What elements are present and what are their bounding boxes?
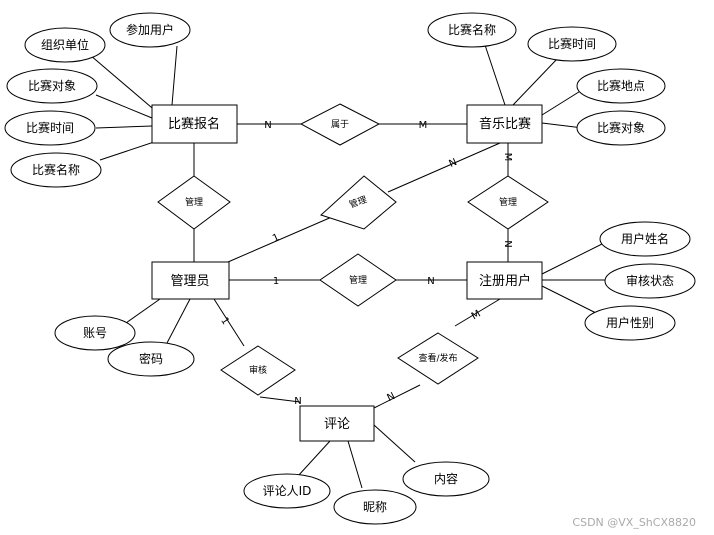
line-comment-content (373, 424, 416, 463)
connector-lines (89, 44, 607, 489)
attr-ellipse-user-name (599, 221, 691, 257)
entity-box-admin (151, 261, 230, 300)
attr-signup-time: 比赛时间 (26, 120, 74, 135)
line-signup-name (99, 139, 161, 161)
attr-ellipse-comp-time (527, 26, 617, 62)
card-signup-belongs: N (264, 120, 271, 131)
entity-box-comment (299, 405, 375, 442)
entity-competition-signup: 比赛报名 (168, 116, 220, 132)
line-managecomp-comp (387, 142, 501, 193)
attr-comp-name: 比赛名称 (448, 22, 496, 37)
rel-diamond-manage-users (319, 253, 397, 307)
rel-diamond-manage-signup (157, 175, 231, 230)
attr-signup-org: 组织单位 (41, 37, 89, 52)
attr-comment-nickname: 昵称 (363, 500, 387, 514)
entity-box-competition (466, 104, 543, 144)
entity-registered-user: 注册用户 (479, 273, 531, 289)
attr-ellipse-signup-time (4, 110, 96, 146)
attr-ellipse-comp-location (576, 68, 666, 104)
line-comment-nickname (347, 440, 363, 489)
entity-music-competition: 音乐比赛 (479, 116, 531, 132)
line-admin-review (213, 298, 245, 347)
rel-diamond-view-post (397, 332, 479, 385)
line-signup-target (95, 94, 153, 119)
attr-comp-time: 比赛时间 (548, 36, 596, 51)
line-comp-name (484, 44, 506, 106)
rel-diamond-manage-comp (320, 175, 397, 230)
rel-manage-comp-user-label: 管理 (499, 196, 517, 208)
attr-comment-author-id: 评论人ID (263, 484, 312, 498)
attr-ellipse-comp-target (576, 110, 666, 146)
attr-ellipse-user-status (604, 263, 696, 299)
rel-diamond-review (220, 345, 296, 396)
attr-ellipse-comp-name (427, 12, 517, 48)
rel-view-post-label: 查看/发布 (418, 352, 457, 364)
entity-admin: 管理员 (170, 274, 209, 289)
attr-ellipse-comment-author (243, 473, 331, 509)
line-signup-time (95, 125, 153, 129)
watermark: CSDN @VX_ShCX8820 (572, 516, 696, 529)
attr-ellipse-signup-participant (109, 12, 191, 48)
card-admin-manage-comp: 1 (271, 232, 281, 245)
rel-diamond-belongs (299, 103, 381, 146)
attr-user-name: 用户姓名 (621, 231, 669, 246)
attr-user-gender: 用户性别 (606, 315, 654, 330)
attr-signup-target: 比赛对象 (28, 78, 76, 93)
attr-ellipse-comment-nickname (333, 489, 417, 525)
attr-ellipse-signup-org (24, 27, 106, 63)
entity-comment: 评论 (324, 417, 350, 432)
attr-ellipse-signup-name (10, 152, 102, 188)
line-review-comment (259, 396, 301, 403)
line-comp-target (541, 122, 584, 129)
attr-admin-password: 密码 (139, 351, 163, 366)
line-comp-location (541, 89, 583, 116)
rel-belongs-label: 属于 (331, 119, 349, 130)
line-comment-author (297, 440, 331, 477)
card-admin-review: 1 (218, 316, 231, 327)
line-admin-password (166, 298, 191, 344)
line-admin-account (125, 298, 161, 324)
rel-review-label: 审核 (249, 364, 267, 376)
line-user-name (541, 241, 607, 275)
line-signup-org (89, 54, 159, 114)
entity-box-user (466, 261, 543, 300)
line-view-comment (373, 384, 421, 409)
card-user-manage-comp: N (502, 240, 513, 247)
rel-manage-users-label: 管理 (349, 274, 367, 286)
attr-admin-account: 账号 (83, 326, 107, 340)
card-comp-belongs: M (419, 120, 428, 131)
rel-manage-signup-label: 管理 (185, 196, 203, 208)
attr-signup-participant: 参加用户 (126, 22, 174, 37)
attr-comment-content: 内容 (434, 471, 458, 486)
attr-comp-location: 比赛地点 (597, 78, 645, 93)
attr-ellipse-signup-target (6, 68, 98, 104)
attr-ellipse-admin-password (107, 341, 195, 377)
attr-ellipse-user-gender (584, 305, 676, 341)
attr-signup-name: 比赛名称 (32, 162, 80, 177)
line-user-gender (541, 285, 597, 314)
entity-box-signup (151, 104, 238, 144)
line-admin-managecomp (227, 212, 342, 263)
card-user-managed: N (427, 276, 434, 287)
attr-ellipse-admin-account (54, 315, 136, 351)
line-signup-participant (171, 45, 178, 106)
card-admin-manage-user: 1 (273, 276, 279, 287)
card-comp-manage-user: M (502, 153, 513, 162)
attr-comp-target: 比赛对象 (597, 120, 645, 135)
attr-ellipse-comment-content (402, 461, 490, 497)
line-comp-time (512, 57, 559, 106)
attr-user-review-status: 审核状态 (626, 273, 674, 288)
card-comment-view: N (385, 391, 397, 404)
card-comment-reviewed: N (294, 396, 301, 407)
line-user-view (454, 298, 501, 327)
rel-diamond-manage-comp-user (467, 175, 549, 230)
card-comp-manage-admin: N (448, 157, 459, 170)
